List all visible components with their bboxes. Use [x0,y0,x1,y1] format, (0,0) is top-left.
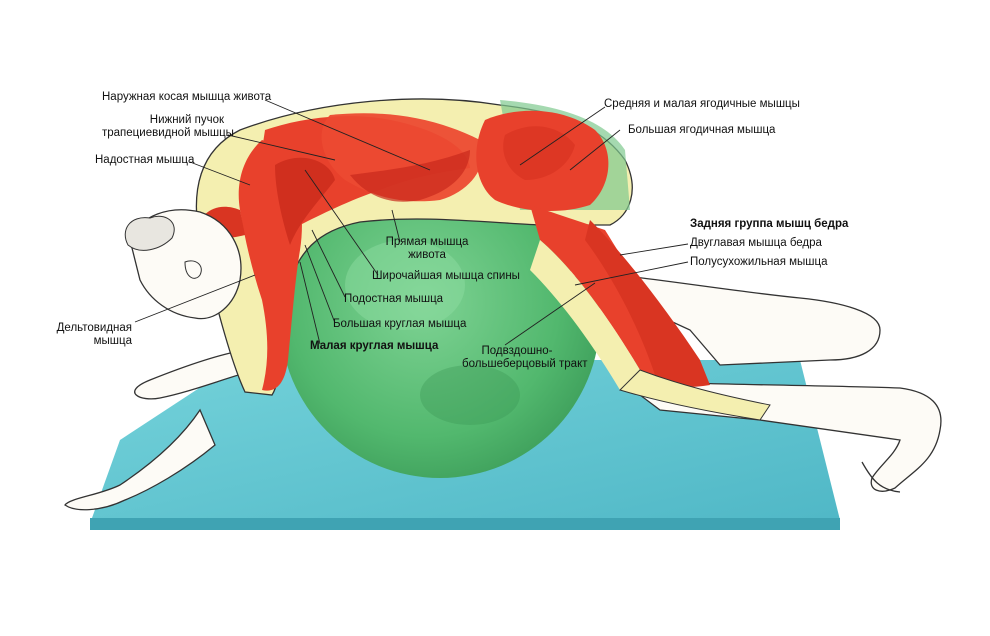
thigh-muscles [530,205,771,421]
label-semitendinosus: Полусухожильная мышца [690,256,828,268]
label-rectus-abdominis-line2: живота [408,249,446,261]
label-supraspinatus: Надостная мышца [95,154,195,166]
label-infraspinatus: Подостная мышца [344,293,444,305]
label-deltoid-line1: Дельтовидная [56,322,132,334]
label-hamstrings-group: Задняя группа мышц бедра [690,218,849,230]
label-iliotibial-tract: Подвздошно- большеберцовый тракт [462,345,588,371]
label-latissimus-dorsi: Широчайшая мышца спины [372,270,520,282]
label-lower-trapezius: Нижний пучок трапециевидной мышцы [102,114,234,140]
leader-lines [134,99,689,346]
gluteal-muscles [476,110,609,212]
label-deltoid: Дельтовидная мышца [40,322,132,348]
label-teres-major: Большая круглая мышца [333,318,467,330]
label-teres-minor: Малая круглая мышца [310,340,439,352]
label-rectus-abdominis-line1: Прямая мышца [385,236,469,248]
label-iliotibial-tract-line1: Подвздошно- [481,345,553,357]
label-rectus-abdominis: Прямая мышца живота [382,236,472,262]
head [124,209,242,320]
label-gluteus-medius-minimus: Средняя и малая ягодичные мышцы [604,98,800,110]
label-external-oblique: Наружная косая мышца живота [102,91,272,103]
arms [64,349,256,511]
label-deltoid-line2: мышца [93,335,132,347]
label-lower-trapezius-line1: Нижний пучок [149,114,224,126]
label-iliotibial-tract-line2: большеберцовый тракт [462,358,588,370]
label-gluteus-maximus: Большая ягодичная мышца [628,124,776,136]
label-biceps-femoris: Двуглавая мышца бедра [690,237,822,249]
label-lower-trapezius-line2: трапециевидной мышцы [102,127,234,139]
exercise-ball [280,158,600,478]
